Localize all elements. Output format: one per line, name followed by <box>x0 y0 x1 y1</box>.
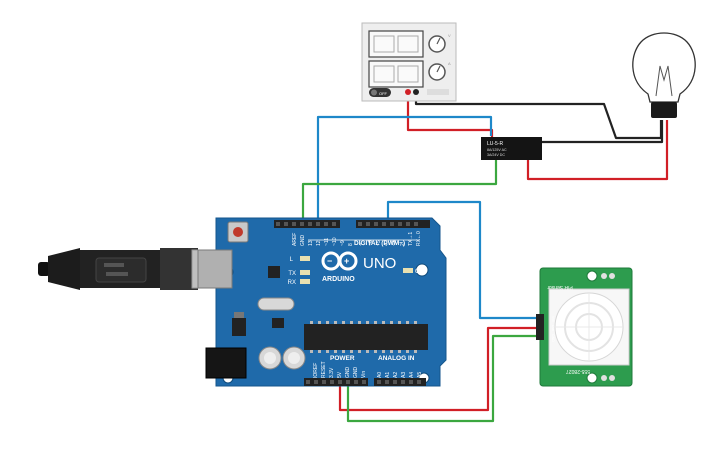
arduino-uno-board[interactable]: L TX RX ON − + ARDUINO UNO <box>197 217 447 387</box>
pir-pin-header[interactable] <box>536 314 544 340</box>
svg-text:RX←0: RX←0 <box>416 231 422 246</box>
svg-text:GND: GND <box>353 367 359 379</box>
wire-green-gnd-to-pir[interactable] <box>346 334 540 423</box>
svg-text:12: 12 <box>316 240 322 246</box>
pir-dome <box>548 288 630 366</box>
led-label-l: L <box>290 257 294 263</box>
svg-text:A4: A4 <box>409 372 415 378</box>
svg-text:A2: A2 <box>393 372 399 378</box>
digital-pin-header[interactable] <box>274 220 430 228</box>
svg-text:3.3V: 3.3V <box>329 367 335 378</box>
atmega-chip <box>304 324 428 350</box>
on-label: ON <box>415 269 424 275</box>
svg-text:A1: A1 <box>385 372 391 378</box>
wire-black-relay-to-bulb[interactable] <box>542 120 664 144</box>
digital-pin-labels: AREF GND 13 12 ~11 ~10 ~9 8 7 ~6 ~5 4 ~3… <box>292 231 422 246</box>
current-display <box>368 60 424 88</box>
led-label-rx: RX <box>288 280 296 286</box>
svg-text:~9: ~9 <box>340 240 346 246</box>
svg-text:IOREF: IOREF <box>313 363 319 378</box>
relay-module[interactable]: LU-5-R 8A/125V AC 3A/24V DC <box>481 137 542 160</box>
pir-pin-labels: Vcc Out GND <box>551 316 555 342</box>
pir-label-bottom: 555-28027 <box>566 368 590 374</box>
svg-text:GND: GND <box>551 334 555 342</box>
wire-red-5v-to-pir[interactable] <box>338 326 540 412</box>
led-label-tx: TX <box>288 271 296 277</box>
wires <box>301 92 669 423</box>
led-l <box>300 256 310 261</box>
svg-text:13: 13 <box>308 240 314 246</box>
analog-label: ANALOG IN <box>378 355 415 362</box>
light-bulb[interactable] <box>632 32 696 118</box>
pir-label-top: PIR Sensor <box>547 284 573 290</box>
wire-green-pin13-to-relay[interactable] <box>301 160 498 221</box>
led-tx <box>300 270 310 275</box>
arduino-logo-icon <box>321 251 358 271</box>
svg-text:GND: GND <box>300 235 306 247</box>
knob-label-v: V <box>448 33 451 38</box>
svg-text:7: 7 <box>360 243 366 246</box>
dc-power-jack[interactable] <box>205 347 247 379</box>
usb-port[interactable] <box>197 249 233 289</box>
svg-text:5V: 5V <box>337 371 343 378</box>
relay-model: LU-5-R <box>487 141 504 147</box>
svg-text:Vin: Vin <box>361 371 367 378</box>
svg-text:~11: ~11 <box>324 238 330 246</box>
wire-blue-pin2-to-pir[interactable] <box>386 200 540 320</box>
led-rx <box>300 279 310 284</box>
analog-pin-labels: A0 A1 A2 A3 A4 A5 <box>377 372 423 378</box>
svg-text:2: 2 <box>400 243 406 246</box>
svg-text:~10: ~10 <box>332 237 338 246</box>
svg-text:Vcc: Vcc <box>551 316 555 322</box>
svg-text:GND: GND <box>345 367 351 379</box>
knob-label-a: A <box>448 61 451 66</box>
wire-red-relay-to-bulb[interactable] <box>526 120 669 181</box>
svg-text:+: + <box>344 256 349 266</box>
wire-blue-pin12-to-relay[interactable] <box>316 115 493 221</box>
svg-text:−: − <box>327 256 332 266</box>
bulb-socket <box>651 102 677 118</box>
svg-text:A0: A0 <box>377 372 383 378</box>
svg-text:4: 4 <box>384 243 390 246</box>
power-pin-header[interactable] <box>304 378 368 386</box>
relay-rating-ac: 8A/125V AC <box>487 148 507 152</box>
power-pin-labels: IOREF RESET 3.3V 5V GND GND Vin <box>313 361 367 378</box>
svg-text:~6: ~6 <box>368 240 374 246</box>
dc-power-supply[interactable]: V A OFF <box>361 22 457 102</box>
pir-sensor[interactable]: Vcc Out GND PIR Sensor 555-28027 <box>536 267 633 387</box>
svg-text:TX→1: TX→1 <box>408 232 414 246</box>
svg-text:RESET: RESET <box>321 361 327 378</box>
model-label: UNO <box>363 255 396 272</box>
svg-text:8: 8 <box>348 243 354 246</box>
terminal-negative[interactable] <box>413 89 419 95</box>
analog-pin-header[interactable] <box>374 378 426 386</box>
off-label: OFF <box>379 91 388 96</box>
terminal-positive[interactable] <box>405 89 411 95</box>
svg-text:~5: ~5 <box>376 240 382 246</box>
digital-header-label: DIGITAL (PWM~) <box>354 240 405 247</box>
svg-text:AREF: AREF <box>292 233 298 246</box>
svg-text:~3: ~3 <box>392 240 398 246</box>
voltage-display <box>368 30 424 58</box>
power-label: POWER <box>330 355 355 362</box>
relay-rating-dc: 3A/24V DC <box>487 153 505 157</box>
brand-label: ARDUINO <box>322 276 355 283</box>
svg-text:A3: A3 <box>401 372 407 378</box>
svg-text:Out: Out <box>551 325 555 331</box>
svg-text:A5: A5 <box>417 372 423 378</box>
led-on <box>403 268 413 273</box>
